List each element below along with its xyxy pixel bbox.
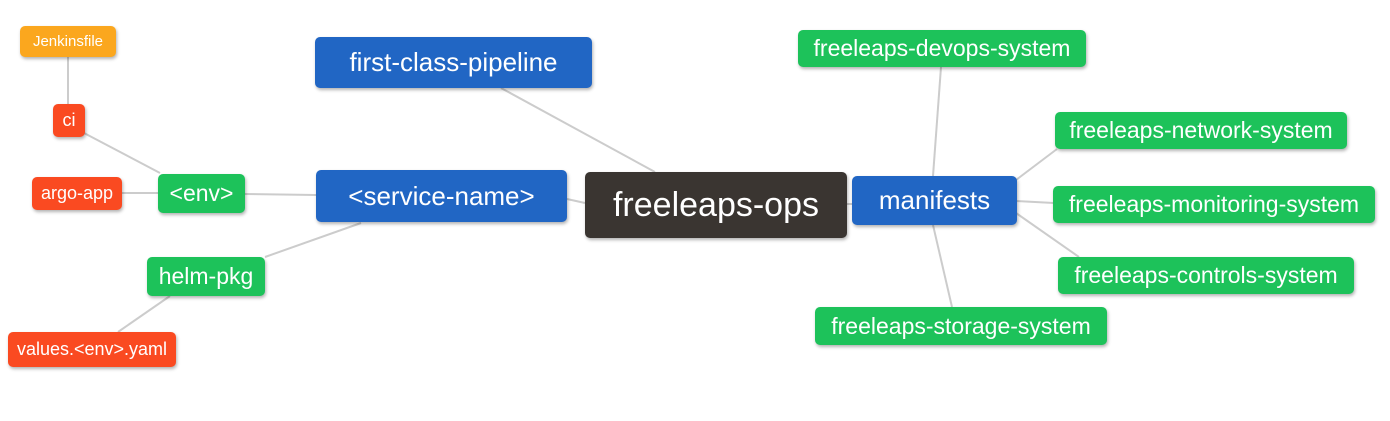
node-label: <env> — [169, 180, 234, 206]
node-label: first-class-pipeline — [349, 47, 558, 77]
node-label: Jenkinsfile — [32, 33, 104, 50]
node-jenkinsfile[interactable]: Jenkinsfile — [20, 26, 116, 57]
node-freeleaps-network-system[interactable]: freeleaps-network-system — [1055, 112, 1347, 149]
edge-manifests-to-freeleaps-controls-system — [1015, 212, 1080, 258]
node-service-name[interactable]: <service-name> — [316, 170, 567, 222]
node-label: freeleaps-ops — [612, 185, 819, 224]
edge-manifests-to-freeleaps-network-system — [1015, 148, 1058, 181]
node-helm-pkg[interactable]: helm-pkg — [147, 257, 265, 296]
edge-manifests-to-freeleaps-devops-system — [932, 66, 942, 177]
edge-helm-pkg-to-values-env-yaml — [117, 295, 171, 333]
node-label: freeleaps-devops-system — [813, 35, 1071, 61]
node-label: freeleaps-monitoring-system — [1068, 191, 1360, 217]
node-label: manifests — [878, 185, 991, 215]
node-label: freeleaps-controls-system — [1074, 262, 1338, 288]
node-freeleaps-ops[interactable]: freeleaps-ops — [585, 172, 847, 238]
edge-service-name-to-helm-pkg — [264, 222, 362, 258]
node-manifests[interactable]: manifests — [852, 176, 1017, 225]
node-argo-app[interactable]: argo-app — [32, 177, 122, 210]
node-label: argo-app — [40, 183, 114, 203]
node-freeleaps-devops-system[interactable]: freeleaps-devops-system — [798, 30, 1086, 67]
node-label: freeleaps-storage-system — [831, 312, 1091, 339]
node-label: helm-pkg — [158, 263, 254, 289]
edge-first-class-pipeline-to-freeleaps-ops — [500, 87, 656, 173]
node-freeleaps-storage-system[interactable]: freeleaps-storage-system — [815, 307, 1107, 345]
node-label: values.<env>.yaml — [16, 339, 168, 359]
node-label: freeleaps-network-system — [1069, 117, 1333, 143]
edge-manifests-to-freeleaps-storage-system — [932, 224, 953, 308]
node-label: ci — [62, 110, 76, 130]
edge-env-to-service-name — [243, 193, 317, 196]
node-ci[interactable]: ci — [53, 104, 85, 137]
edge-ci-to-env — [83, 132, 161, 174]
node-first-class-pipeline[interactable]: first-class-pipeline — [315, 37, 592, 88]
node-label: <service-name> — [348, 180, 535, 211]
edge-service-name-to-freeleaps-ops — [566, 198, 586, 204]
node-freeleaps-monitoring-system[interactable]: freeleaps-monitoring-system — [1053, 186, 1375, 223]
node-values-env-yaml[interactable]: values.<env>.yaml — [8, 332, 176, 367]
edge-manifests-to-freeleaps-monitoring-system — [1015, 200, 1055, 204]
node-freeleaps-controls-system[interactable]: freeleaps-controls-system — [1058, 257, 1354, 294]
node-env[interactable]: <env> — [158, 174, 245, 213]
